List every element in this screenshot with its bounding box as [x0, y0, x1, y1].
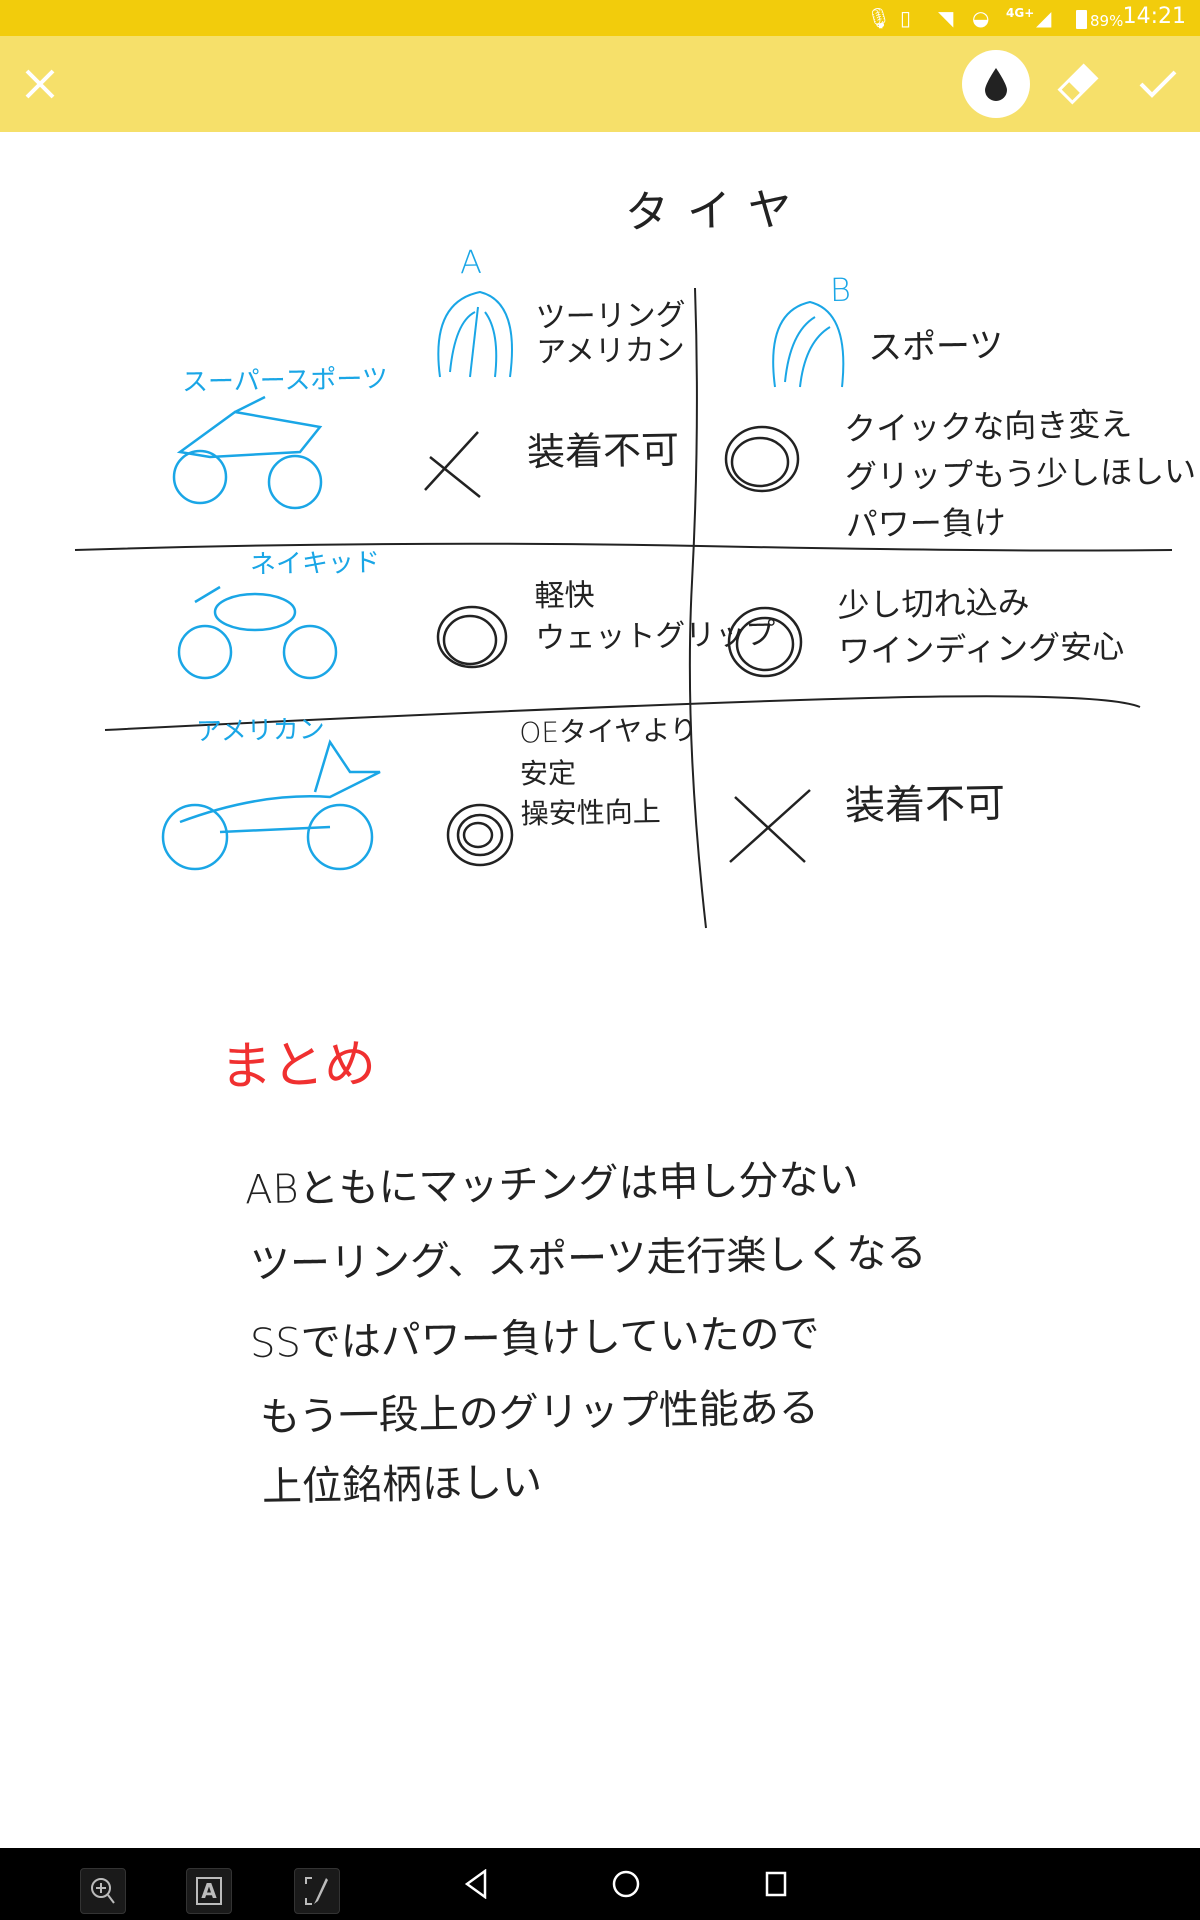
mark-circle-row2-a: [436, 605, 508, 669]
bike-label-american: アメリカン: [195, 714, 325, 748]
checkmark-icon: [1139, 70, 1177, 98]
motorcycle-sketch-american: [161, 739, 381, 871]
vertical-divider: [688, 287, 707, 929]
row1-a-text: 装着不可: [526, 427, 680, 475]
summary-line: もう一段上のグリップ性能ある: [259, 1385, 820, 1441]
clock: 14:21: [1122, 4, 1186, 29]
confirm-button[interactable]: [1124, 50, 1192, 118]
column-b-letter: B: [829, 270, 852, 310]
home-button[interactable]: [606, 1864, 646, 1904]
head-sketch-a: [437, 290, 513, 378]
screen-rotate-icon: ▯: [900, 6, 912, 30]
row2-a-text: 軽快 ウェットグリップ: [534, 578, 776, 657]
row3-a-text: OEタイヤより 安定 操安性向上: [519, 713, 698, 831]
row1-b-text: クイックな向き変え グリップもう少しほしい パワー負け: [843, 405, 1197, 545]
network-type: 4G+: [1006, 6, 1035, 20]
mark-x-row1-a: [424, 431, 481, 498]
navigation-bar: A: [0, 1848, 1200, 1920]
status-bar: 🎙︎ ▯ ◥ ◒ 4G+ ◢ 89% 14:21: [0, 0, 1200, 36]
screen-write-button[interactable]: [294, 1868, 340, 1914]
handwriting-strokes: [74, 287, 1173, 929]
divider-line-1: [74, 542, 1173, 552]
ink-color-button[interactable]: [962, 50, 1030, 118]
motorcycle-sketch-supersport: [172, 395, 323, 510]
drawing-toolbar: [0, 36, 1200, 132]
close-button[interactable]: [6, 50, 74, 118]
battery-icon: [1076, 10, 1087, 29]
back-button[interactable]: [456, 1864, 496, 1904]
row2-b-text: 少し切れ込み ワインディング安心: [837, 583, 1125, 671]
mark-x-row3-b: [729, 789, 811, 863]
zoom-in-icon: [91, 1878, 115, 1904]
summary-title: まとめ: [219, 1034, 377, 1098]
motorcycle-sketch-naked: [177, 585, 338, 680]
close-icon: [25, 69, 55, 99]
bike-label-supersport: スーパースポーツ: [181, 364, 389, 398]
eraser-button[interactable]: [1044, 50, 1112, 118]
head-sketch-b: [772, 300, 845, 388]
mark-circle-row1-b: [724, 425, 800, 493]
recents-icon: [765, 1871, 787, 1897]
mark-circle-row2-b: [727, 606, 803, 678]
note-title: タイヤ: [624, 184, 811, 239]
ink-drop-icon: [985, 68, 1007, 101]
home-icon: [612, 1870, 640, 1898]
bike-label-naked: ネイキッド: [249, 547, 381, 581]
signal-icon: ◢: [1036, 6, 1052, 30]
column-a-letter: A: [459, 242, 483, 282]
zoom-button[interactable]: [80, 1868, 126, 1914]
screen-write-icon: [305, 1877, 328, 1905]
divider-line-2: [104, 695, 1141, 731]
drawing-canvas[interactable]: タイヤ A B ツーリング アメリカン スポーツ スーパースポーツ 装着不可 ク…: [0, 132, 1200, 1848]
back-icon: [464, 1869, 487, 1899]
column-a-label: ツーリング アメリカン: [535, 297, 686, 370]
recents-button[interactable]: [756, 1864, 796, 1904]
microphone-icon: 🎙︎: [866, 6, 892, 30]
eraser-icon: [1057, 63, 1099, 105]
text-recognition-button[interactable]: A: [186, 1868, 232, 1914]
wifi-calling-icon: ◥: [938, 6, 954, 30]
row3-b-text: 装着不可: [844, 780, 1006, 830]
column-b-label: スポーツ: [867, 325, 1004, 369]
wifi-icon: ◒: [972, 6, 990, 30]
summary-line: 上位銘柄ほしい: [261, 1459, 543, 1511]
text-a-icon: A: [196, 1877, 222, 1905]
mark-double-circle-row3-a: [446, 803, 514, 867]
battery-percent: 89%: [1090, 12, 1124, 30]
